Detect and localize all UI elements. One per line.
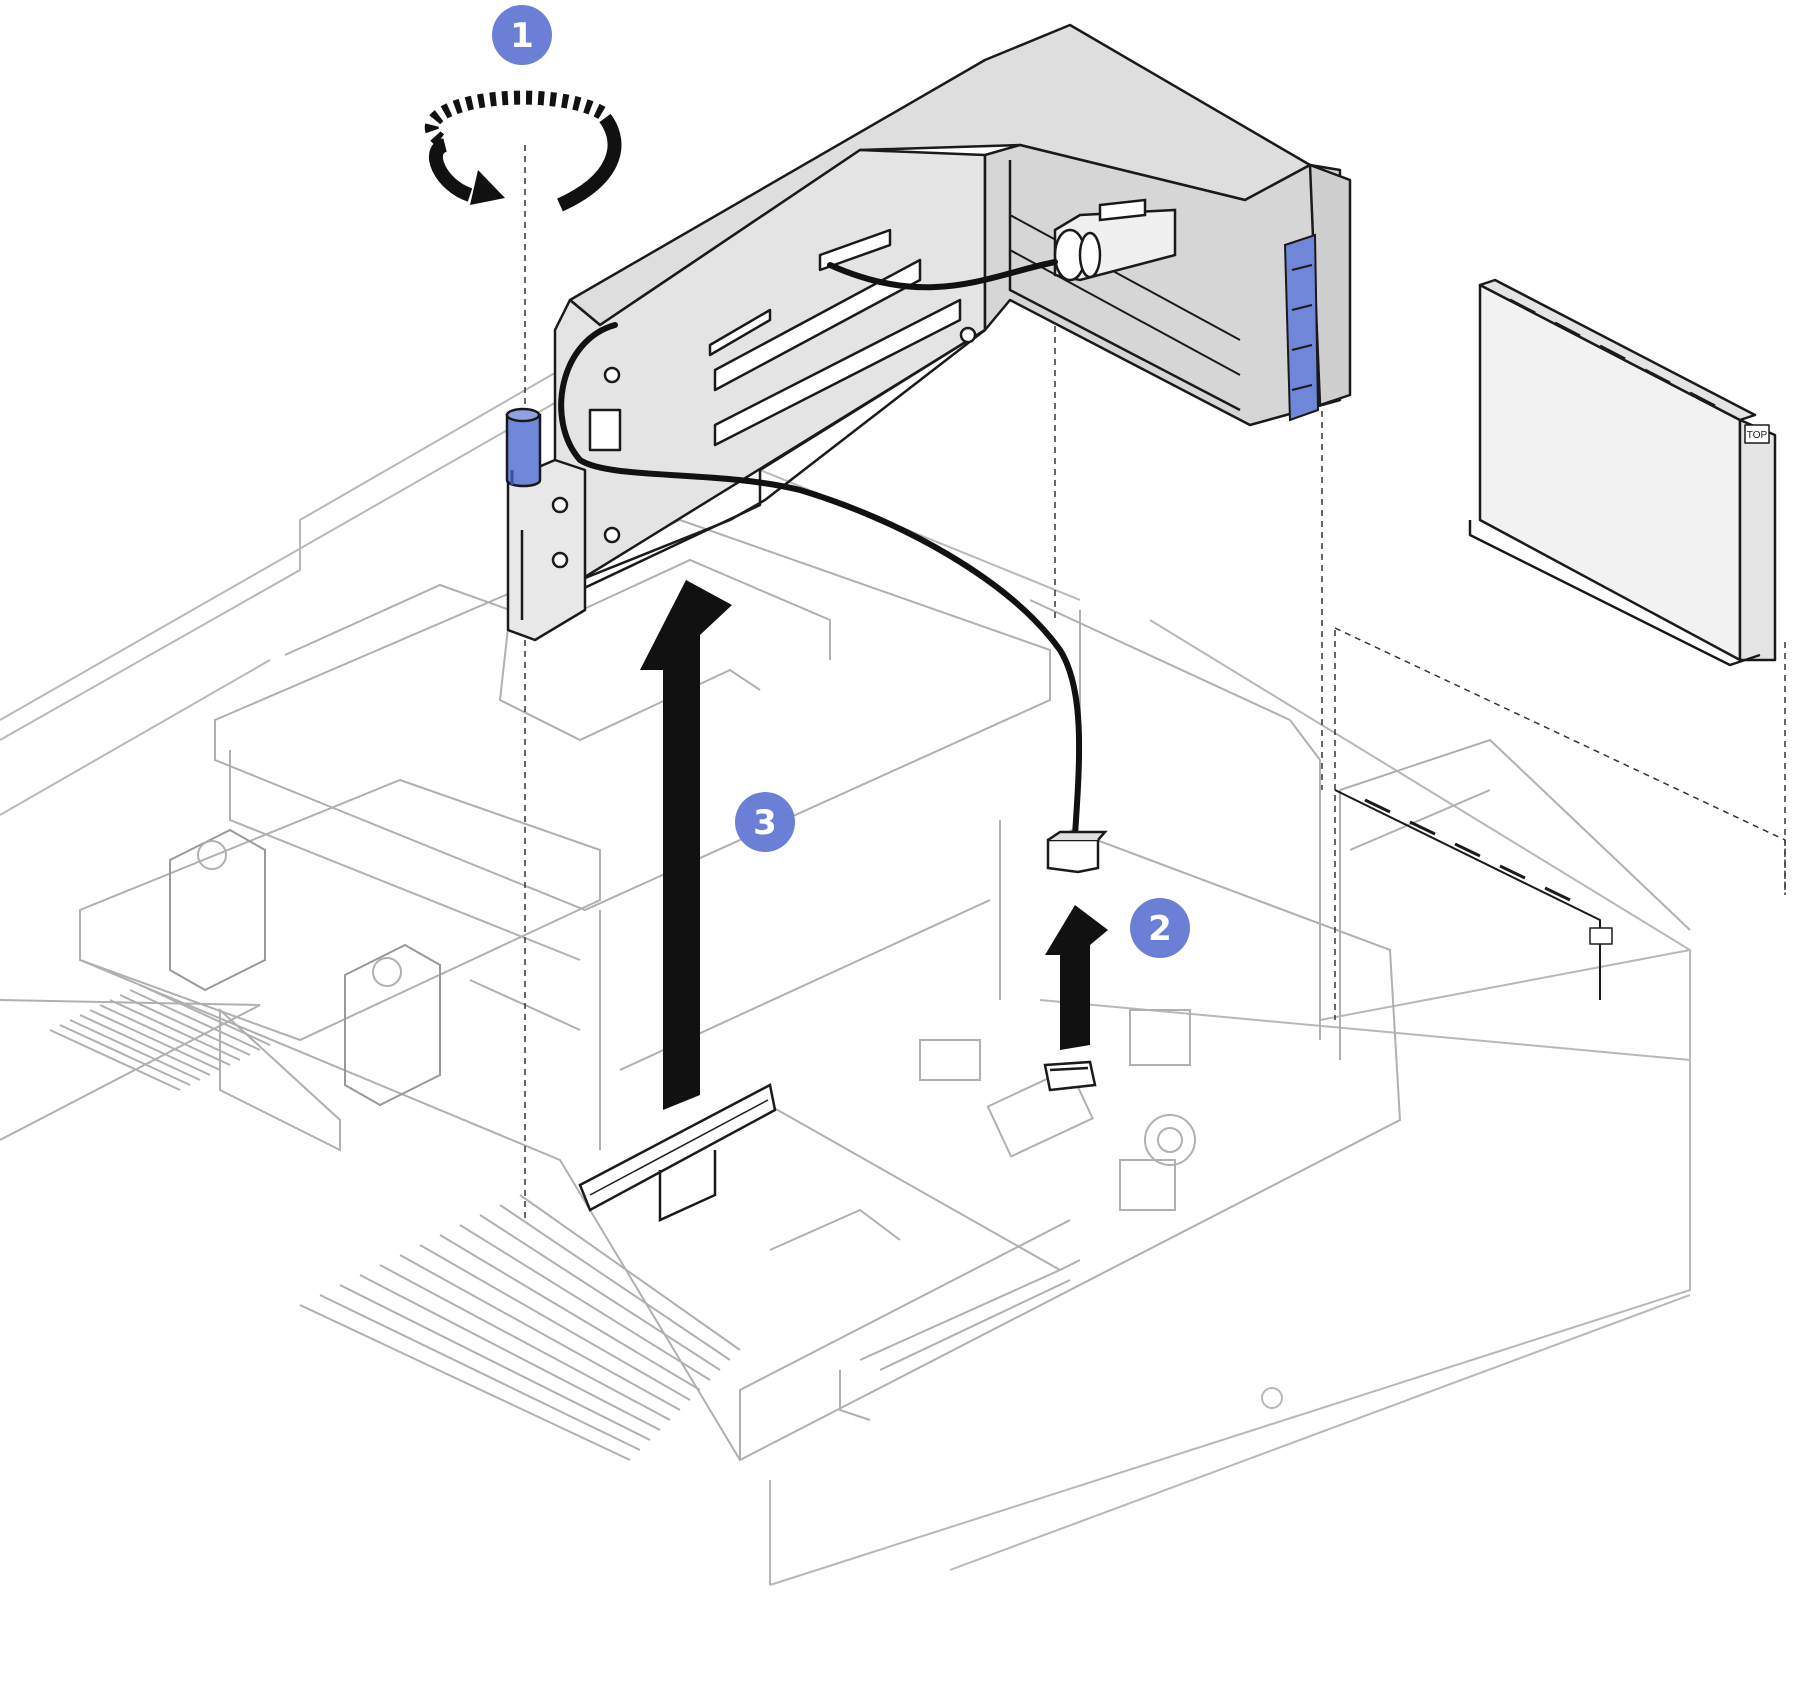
svg-text:3: 3 — [753, 803, 777, 843]
svg-text:1: 1 — [510, 16, 534, 56]
thumbscrew-icon — [505, 407, 542, 488]
step-callout-1: 1 — [492, 5, 552, 65]
riser-cage — [553, 23, 1352, 592]
dimm-slots-bottom — [299, 1194, 741, 1461]
alignment-guides — [524, 145, 1786, 1220]
installed-filler-panel — [1334, 789, 1613, 1000]
up-arrow-icon — [640, 580, 732, 1110]
chassis — [0, 369, 1691, 1586]
riser-slot-on-board — [578, 1083, 777, 1222]
svg-text:2: 2 — [1148, 909, 1172, 949]
cable-connector-icon — [1053, 198, 1177, 282]
riser-filler-panel — [1468, 278, 1777, 667]
top-marking-label: TOP — [1747, 430, 1768, 441]
system-board — [0, 518, 1691, 1462]
step-callout-2: 2 — [1130, 898, 1190, 958]
rotate-icon — [424, 90, 622, 212]
riser-rear-bracket — [506, 458, 587, 642]
step-callout-3: 3 — [735, 792, 795, 852]
board-power-connector — [1043, 1060, 1097, 1092]
cable-end-connector — [1046, 830, 1108, 874]
up-arrow-icon — [1045, 905, 1108, 1050]
riser-power-cable — [558, 259, 1083, 838]
riser-latch — [1283, 233, 1320, 422]
top-marking — [1744, 424, 1770, 444]
